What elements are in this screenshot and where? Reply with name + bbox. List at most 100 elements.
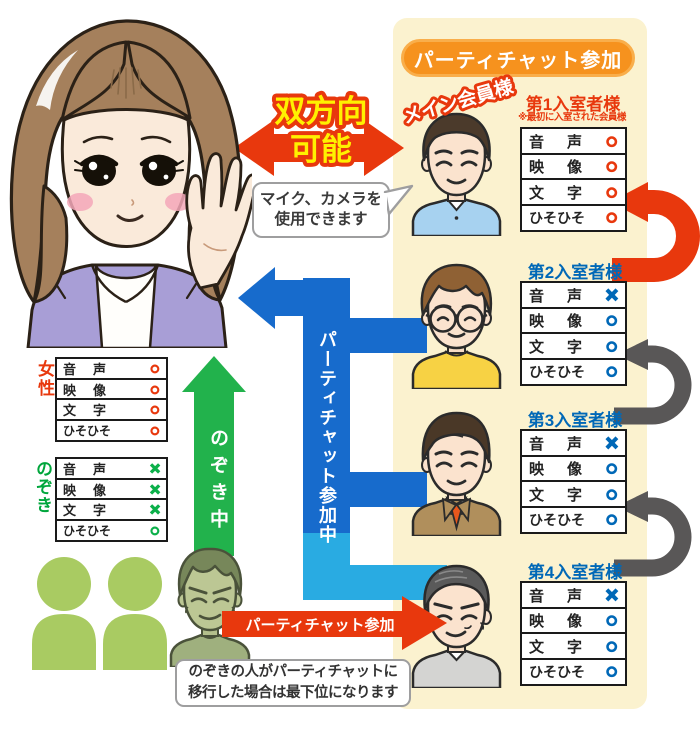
- eye-highlight: [163, 174, 169, 180]
- eyelash-right: [139, 154, 179, 167]
- status-mark: ○: [604, 634, 618, 658]
- raised-hand: [185, 152, 252, 290]
- table-row: ひそひそ○: [520, 657, 627, 686]
- eye-highlight: [88, 161, 98, 171]
- palm-line: [203, 243, 227, 252]
- silhouette-head: [37, 557, 91, 611]
- table-row: ひそひそ ○: [55, 518, 168, 542]
- lightblue-branch-member4: [303, 565, 447, 600]
- table-row: ひそひそ○: [520, 505, 627, 534]
- row-label: 音声: [529, 435, 606, 453]
- member-1-title: 第1入室者様: [525, 95, 621, 114]
- eyes: [435, 160, 478, 167]
- lapels: [441, 497, 472, 523]
- member-3-table: 音声× 映像○ 文字○ ひそひそ○: [520, 429, 627, 534]
- row-label: 映像: [529, 159, 606, 176]
- row-label: 映像: [529, 313, 606, 330]
- row-label: ひそひそ: [529, 663, 585, 680]
- table-row: ひそひそ ○: [55, 418, 168, 442]
- status-mark: ○: [604, 129, 618, 153]
- party-chat-flow-arrow: [238, 267, 447, 600]
- status-mark: ○: [604, 334, 618, 358]
- footnote-line1: のぞきの人がパーティチャットに: [188, 663, 398, 680]
- bidirectional-label: 双方向 可能: [271, 90, 372, 171]
- hair: [423, 564, 490, 612]
- member-2-table: 音声× 映像○ 文字○ ひそひそ○: [520, 281, 627, 386]
- hair-shine: [36, 50, 78, 110]
- blue-branch-member3: [350, 472, 427, 507]
- promotion-arrow-red: [610, 182, 700, 282]
- peeker-label: のぞき: [33, 460, 52, 514]
- status-mark: ○: [149, 420, 161, 440]
- bidirectional-arrow: [234, 120, 404, 176]
- party-join-arrow: [222, 596, 447, 650]
- status-mark: ○: [149, 520, 161, 540]
- table-row: 音声×: [520, 581, 627, 609]
- table-row: 映像○: [55, 377, 168, 401]
- row-label: 文字: [529, 338, 606, 356]
- blue-branch-member2: [350, 318, 427, 353]
- row-label: 映像: [63, 382, 124, 398]
- table-row: 文字○: [520, 632, 627, 660]
- row-label: 文字: [529, 184, 606, 202]
- row-label: ひそひそ: [529, 363, 585, 380]
- peeker-silhouettes: [32, 557, 167, 670]
- arrow-arc: [614, 345, 692, 425]
- arrow-arc: [614, 497, 692, 577]
- hair: [420, 263, 493, 317]
- eyes: [436, 316, 477, 322]
- table-row: 音声×: [55, 457, 168, 480]
- button: [454, 216, 459, 220]
- silhouette-body: [32, 614, 96, 670]
- arrow-arc: [612, 190, 700, 282]
- row-label: 音声: [529, 587, 606, 605]
- bidirectional-text-1: 双方向: [275, 94, 368, 129]
- row-label: 文字: [529, 638, 606, 656]
- status-mark: ○: [604, 482, 618, 506]
- status-mark: ○: [604, 155, 618, 178]
- green-arrowhead: [182, 356, 246, 392]
- row-label: 音声: [529, 287, 606, 305]
- promotion-arrow-gray-1: [614, 339, 692, 425]
- table-row: 映像×: [55, 477, 168, 501]
- row-label: ひそひそ: [529, 511, 585, 528]
- member-3-avatar: [411, 411, 502, 536]
- status-mark: ○: [604, 206, 618, 229]
- arrowhead: [402, 596, 447, 650]
- member-1-avatar: [411, 112, 502, 236]
- member-2-title: 第2入室者様: [527, 263, 623, 282]
- inner-shirt: [94, 265, 158, 348]
- green-shaft: [194, 390, 234, 556]
- bubble-tail-mask: [380, 193, 387, 212]
- table-row: ひそひそ○: [520, 203, 627, 232]
- row-label: 音声: [63, 462, 124, 477]
- member-4-title: 第4入室者様: [527, 563, 623, 582]
- eye-highlight: [148, 161, 158, 171]
- mouth: [445, 630, 467, 638]
- status-mark: ×: [605, 431, 619, 455]
- table-row: 映像○: [520, 606, 627, 635]
- mouth: [116, 214, 144, 222]
- row-label: ひそひそ: [63, 423, 112, 438]
- eyebrow-right: [140, 135, 172, 144]
- bidirectional-text-2: 可能: [290, 132, 352, 167]
- arrowhead: [610, 182, 648, 222]
- blue-arm: [273, 280, 303, 316]
- eyebrows: [434, 450, 479, 456]
- bangs-right: [126, 40, 192, 120]
- mouth: [198, 613, 222, 621]
- mic-camera-bubble: マイク、カメラを 使用できます: [252, 182, 390, 238]
- peeking-arrow: [182, 356, 246, 556]
- table-row: 映像○: [520, 454, 627, 483]
- eyebrows: [434, 304, 479, 310]
- arrowhead: [616, 339, 648, 370]
- footnote-box: のぞきの人がパーティチャットに 移行した場合は最下位になります: [175, 659, 411, 707]
- nose: [131, 199, 135, 206]
- row-label: 文字: [63, 403, 124, 418]
- row-label: ひそひそ: [63, 523, 112, 538]
- status-mark: ○: [604, 180, 618, 204]
- eyes: [435, 461, 478, 468]
- eye-highlight: [103, 174, 109, 180]
- table-row: 映像○: [520, 152, 627, 181]
- member-4-table: 音声× 映像○ 文字○ ひそひそ○: [520, 581, 627, 686]
